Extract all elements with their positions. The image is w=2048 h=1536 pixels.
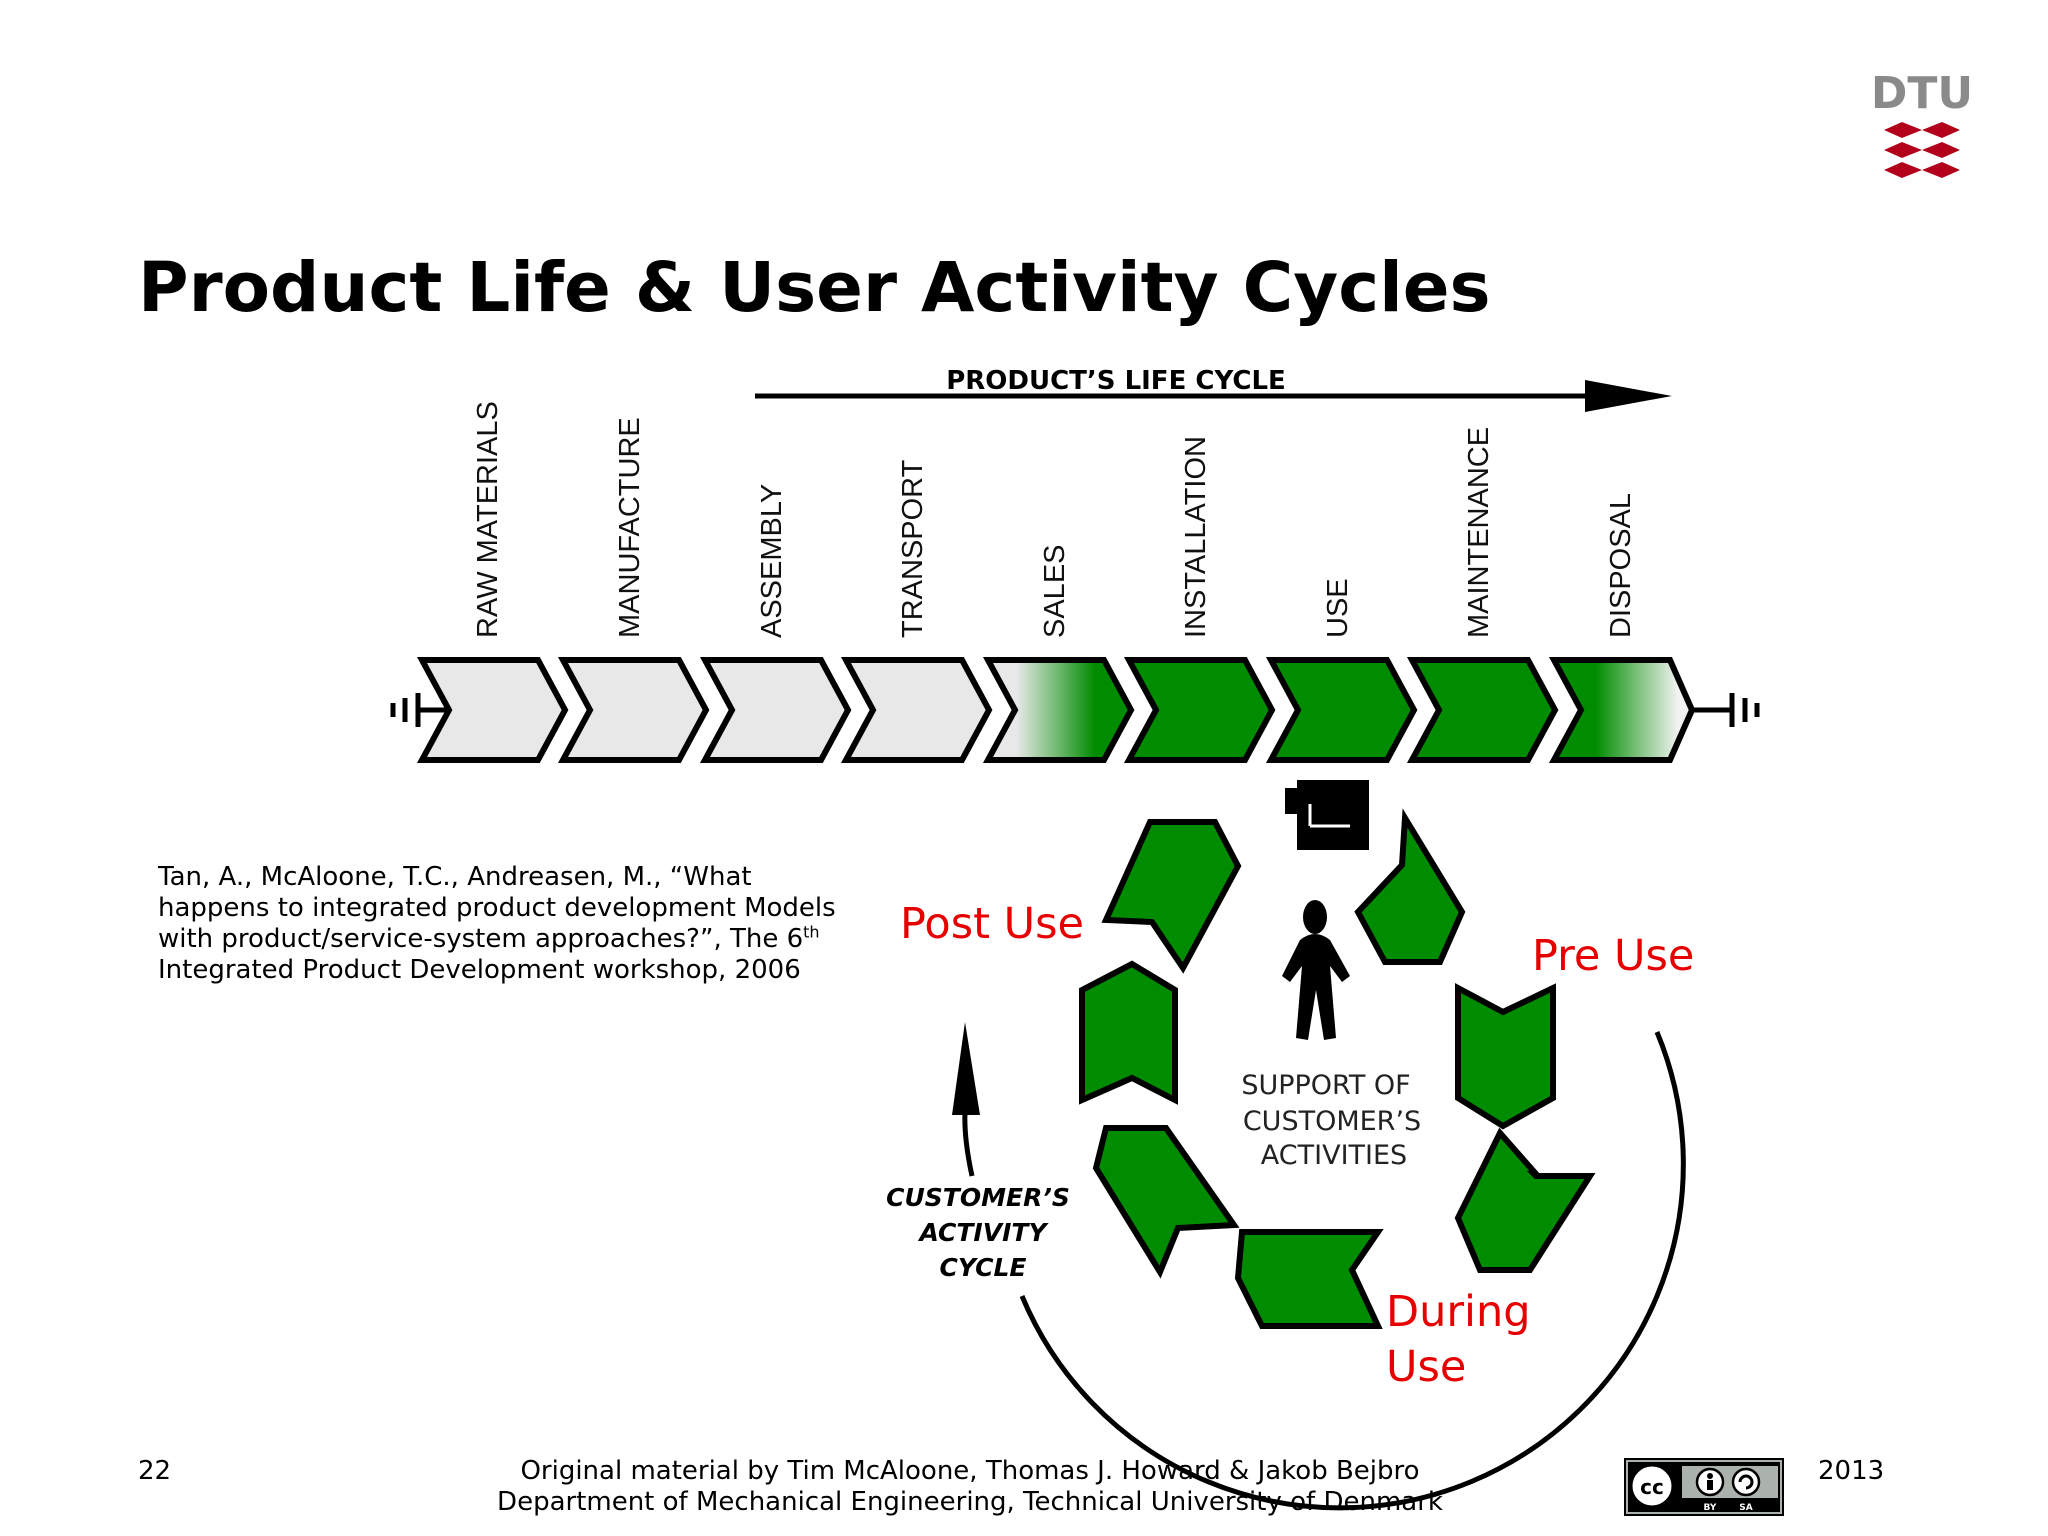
svg-text:cc: cc xyxy=(1640,1475,1664,1499)
phase-label-installation: INSTALLATION xyxy=(1180,436,1212,638)
post-use-label: Post Use xyxy=(900,899,1084,949)
during-use-label-line1: During xyxy=(1386,1287,1531,1337)
activity-chevron-5 xyxy=(1234,1229,1384,1329)
citation: Tan, A., McAloone, T.C., Andreasen, M., … xyxy=(158,862,878,986)
activity-cycle-label-line3: CYCLE xyxy=(940,1253,1027,1282)
person-icon xyxy=(1282,900,1350,1040)
life-cycle-arrow xyxy=(755,380,1672,412)
chevron-transport xyxy=(840,657,993,763)
life-cycle-label: PRODUCT’S LIFE CYCLE xyxy=(946,366,1286,396)
support-text-line1: SUPPORT OF xyxy=(1241,1070,1410,1101)
phase-label-sales: SALES xyxy=(1039,545,1071,639)
license-sa-text: SA xyxy=(1739,1503,1752,1513)
activity-cycle-label-line1: CUSTOMER’S xyxy=(886,1183,1070,1212)
activity-chevron-6 xyxy=(1092,1125,1240,1279)
cc-icon xyxy=(1629,1463,1675,1509)
activity-chevron-7 xyxy=(1079,960,1178,1105)
citation-line4: Integrated Product Development workshop,… xyxy=(158,955,801,985)
phase-label-raw-materials: RAW MATERIALS xyxy=(472,401,504,638)
phase-label-use: USE xyxy=(1322,578,1354,638)
sa-icon xyxy=(1731,1467,1761,1497)
citation-line3-text: with product/service-system approaches?”… xyxy=(158,924,804,954)
slide-number: 22 xyxy=(138,1456,172,1486)
dtu-logo: DTU xyxy=(1872,68,1972,178)
citation-line2: happens to integrated product developmen… xyxy=(158,893,836,923)
citation-superscript: th xyxy=(803,922,820,942)
activity-chevron-2 xyxy=(1354,808,1466,965)
phase-labels: RAW MATERIALS MANUFACTURE ASSEMBLY TRANS… xyxy=(472,401,1637,638)
activity-chevrons xyxy=(1079,808,1596,1329)
footer-credit-line2: Department of Mechanical Engineering, Te… xyxy=(497,1487,1443,1517)
support-text-line2: CUSTOMER’S xyxy=(1243,1106,1421,1137)
chevron-assembly xyxy=(699,657,852,763)
activity-chevron-1 xyxy=(1101,819,1242,974)
activity-cycle-outer-arc xyxy=(1019,1031,1686,1511)
chevron-maintenance xyxy=(1406,657,1559,763)
activity-chevron-4 xyxy=(1454,1127,1596,1273)
activity-chevron-3 xyxy=(1455,983,1556,1130)
phase-label-maintenance: MAINTENANCE xyxy=(1463,427,1495,638)
license-by-text: BY xyxy=(1704,1503,1717,1513)
phase-chevrons xyxy=(416,657,1696,763)
cc-license-badge[interactable]: cc BY SA xyxy=(1624,1458,1784,1516)
citation-line3: with product/service-system approaches?”… xyxy=(158,924,878,955)
support-text-line3: ACTIVITIES xyxy=(1261,1140,1407,1171)
activity-cycle-arrowhead xyxy=(952,1022,980,1115)
activity-cycle-label-line2: ACTIVITY xyxy=(917,1218,1049,1247)
chevron-disposal xyxy=(1548,657,1696,763)
phase-label-disposal: DISPOSAL xyxy=(1605,493,1637,638)
slide-title: Product Life & User Activity Cycles xyxy=(138,248,1491,328)
pre-use-label: Pre Use xyxy=(1532,931,1694,981)
phase-label-assembly: ASSEMBLY xyxy=(756,484,788,638)
chevron-use xyxy=(1265,657,1418,763)
phase-label-transport: TRANSPORT xyxy=(897,459,929,638)
start-earth-symbol xyxy=(390,693,448,727)
chevron-raw-materials xyxy=(416,657,569,763)
building-icon xyxy=(1285,780,1369,850)
logo-text: DTU xyxy=(1872,68,1972,119)
citation-line1: Tan, A., McAloone, T.C., Andreasen, M., … xyxy=(158,862,752,892)
during-use-label-line2: Use xyxy=(1386,1342,1466,1392)
chevron-installation xyxy=(1123,657,1276,763)
phase-label-manufacture: MANUFACTURE xyxy=(614,417,646,638)
chevron-manufacture xyxy=(557,657,710,763)
footer-year: 2013 xyxy=(1818,1456,1885,1486)
footer-credit-line1: Original material by Tim McAloone, Thoma… xyxy=(520,1456,1420,1486)
chevron-sales xyxy=(982,657,1135,763)
footer-credit: Original material by Tim McAloone, Thoma… xyxy=(420,1456,1520,1518)
end-earth-symbol xyxy=(1690,693,1760,727)
logo-waves xyxy=(1884,122,1960,178)
